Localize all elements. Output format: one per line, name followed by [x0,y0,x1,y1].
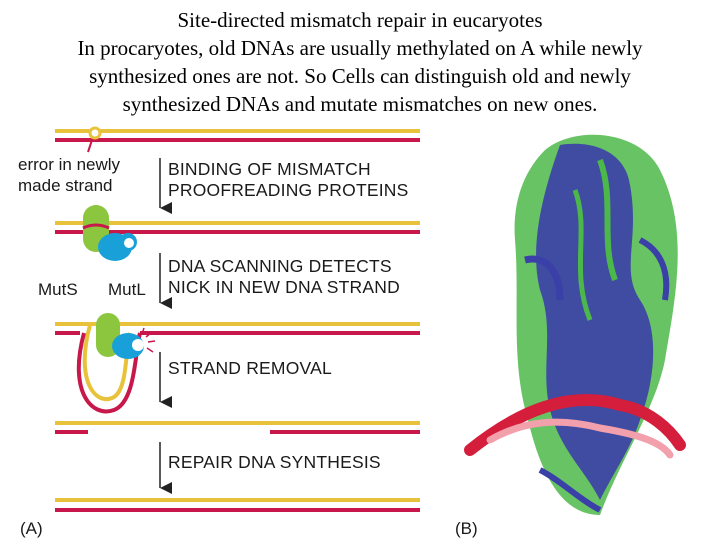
step-3-label: STRAND REMOVAL [168,358,332,379]
title-block: Site-directed mismatch repair in eucaryo… [0,6,720,118]
error-note-line-1: error in newly [18,155,121,174]
panel-b-label: (B) [455,519,478,538]
dna-stage-4 [55,421,420,434]
description-line-3: synthesized DNAs and mutate mismatches o… [122,92,598,116]
description-line-2: synthesized ones are not. So Cells can d… [89,64,631,88]
step-1-label: BINDING OF MISMATCH PROOFREADING PROTEIN… [168,159,408,201]
dna-stage-1 [55,126,420,153]
step-2-line-1: DNA SCANNING DETECTS [168,256,392,276]
error-note: error in newly made strand [18,154,120,196]
muts-label: MutS [38,280,78,299]
mismatch-marker [88,126,102,140]
step-1-line-2: PROOFREADING PROTEINS [168,180,409,200]
panel-a-label: (A) [20,519,43,538]
dna-stage-5 [55,498,420,512]
step-1-line-1: BINDING OF MISMATCH [168,159,371,179]
mutl-protein [98,233,137,261]
protein-structure-image [464,134,686,516]
dna-stage-3 [55,313,420,414]
description-line-1: In procaryotes, old DNAs are usually met… [77,36,643,60]
error-note-line-2: made strand [18,176,113,195]
nick-burst [141,327,156,353]
step-2-line-2: NICK IN NEW DNA STRAND [168,277,400,297]
step-2-label: DNA SCANNING DETECTS NICK IN NEW DNA STR… [168,256,400,298]
step-3-line-1: STRAND REMOVAL [168,358,332,378]
dna-stage-2 [55,205,420,261]
step-4-line-1: REPAIR DNA SYNTHESIS [168,452,381,472]
mutl-label: MutL [108,280,146,299]
page-title: Site-directed mismatch repair in eucaryo… [177,8,543,32]
error-pointer [87,139,93,153]
step-4-label: REPAIR DNA SYNTHESIS [168,452,381,473]
